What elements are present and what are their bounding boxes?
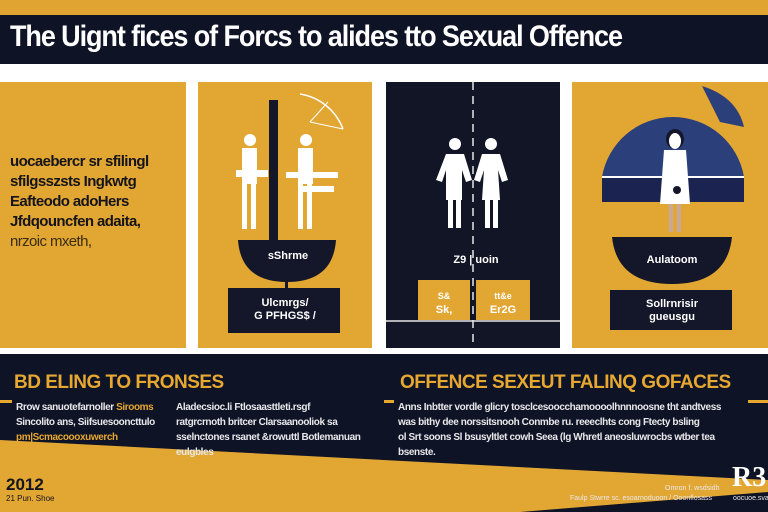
para-line: Aladecsioc.li Ftlosaasttleti.rsgf [176,402,311,413]
top-gold-band [0,0,768,15]
credit-line-3: oocuoe.sva [733,495,768,502]
box-right-line-2: Er2G [489,304,517,316]
gold-wedge-shape [0,440,768,512]
plinth-label-1: Sollrnrisir [646,298,698,310]
left-rule [0,400,12,403]
page-title: The Uignt fices of Forcs to alides tto S… [10,20,623,53]
year-label: 2012 [6,475,44,494]
left-heading: BD ELING TO FRONSES [14,372,224,393]
couple-illustration-icon [386,82,560,348]
credit-line-1: Omron f. wsdsidh [665,485,720,492]
para-line: Sincolito ans, Siifsuesooncttulo [16,417,155,428]
panel-text-line: uocaebercr sr sfilingl [10,153,149,170]
scale-panel: sShrme Ulcmrgs/ G PFHGS$ / [198,82,372,348]
woman-panel: Aulatoom Sollrnrisir gueusgu [572,82,768,348]
para-line: bsenste. [398,447,436,458]
left-column-2: Aladecsioc.li Ftlosaasttleti.rsgf ratgrc… [176,400,376,460]
plinth-label-1: Ulcmrgs/ [261,297,309,309]
bowl-label: Aulatoom [646,254,698,266]
logo: R3 [732,462,767,493]
right-heading: OFFENCE SEXEUT FALINQ GOFACES [400,372,731,393]
panel-text-block: uocaebercr sr sfilingl sfilgsszsts Ingkw… [10,152,180,252]
right-rule-left [384,400,394,403]
box-right-line-1: tt&e [494,291,512,301]
para-line: eulgbles [176,447,214,458]
panel-text-line: sfilgsszsts Ingkwtg [10,173,137,190]
para-line: was bithy dee norssitsnooh Conmbe ru. re… [398,417,700,428]
box-left-line-1: S& [437,291,451,301]
para-line: Anns Inbtter vordle glicry tosclcesoocch… [398,402,722,413]
para-line: Rrow sanuotefarnoller Sirooms [16,402,154,413]
para-line: ratgrcrnoth britcer Clarsaanooliok sa [176,417,338,428]
para-line: sselnctones rsanet &rowuttl Botlemanuan [176,432,361,443]
panel-text-line: nrzoic mxeth, [10,233,92,250]
bowl-label: sShrme [267,250,309,262]
left-column-1: Rrow sanuotefarnoller Sirooms Sincolito … [16,400,176,445]
woman-illustration-icon [602,86,744,330]
plinth-label-2: G PFHGS$ / [254,310,316,322]
right-paragraph: Anns Inbtter vordle glicry tosclcesoocch… [398,400,748,460]
right-rule-right [748,400,768,403]
scale-illustration-icon [228,93,344,333]
year-sublabel: 21 Pun. Shoe [6,494,55,503]
plinth-label-2: gueusgu [649,311,695,323]
couple-label: Z9 | uoin [453,254,499,266]
para-line: pm|Scmacoooxuwerch [16,432,118,443]
box-left-line-2: Sk, [435,304,453,316]
panel-text-line: Eafteodo adoHers [10,193,129,210]
couple-panel: Z9 | uoin S& Sk, tt&e Er2G [386,82,560,348]
text-panel: uocaebercr sr sfilingl sfilgsszsts Ingkw… [0,82,186,348]
panel-text-line: Jfdqouncfen adaita, [10,213,141,230]
para-line: ol Srt soons Sl bsusyltlet cowh Seea (lg… [398,432,715,443]
title-bar [0,15,768,64]
credit-line-2: Faulp Stwrre sc. esoarnoduoon / Ooonflos… [570,495,713,502]
